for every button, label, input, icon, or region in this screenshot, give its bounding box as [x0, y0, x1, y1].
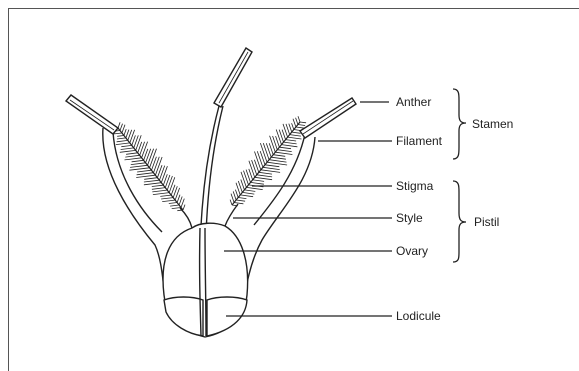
left-stamen	[66, 95, 166, 300]
left-anther	[66, 95, 118, 134]
stigma-label: Stigma	[396, 179, 433, 193]
stamen-label: Stamen	[472, 117, 513, 131]
filament-label: Filament	[396, 134, 442, 148]
anther-label: Anther	[396, 95, 431, 109]
left-lodicule	[164, 297, 203, 336]
left-feathery-stigma	[112, 122, 185, 210]
pistil-brace	[453, 181, 466, 262]
ovary-label: Ovary	[396, 244, 428, 258]
left-filament-outer	[103, 128, 166, 300]
left-filament-inner	[113, 132, 162, 232]
right-anther	[300, 98, 356, 138]
right-stamen	[245, 98, 356, 300]
pistil-label: Pistil	[474, 215, 499, 229]
style-label: Style	[396, 211, 423, 225]
lodicule-label: Lodicule	[396, 309, 441, 323]
middle-anther	[214, 48, 252, 107]
braces	[453, 89, 466, 262]
stamen-brace	[453, 89, 466, 159]
